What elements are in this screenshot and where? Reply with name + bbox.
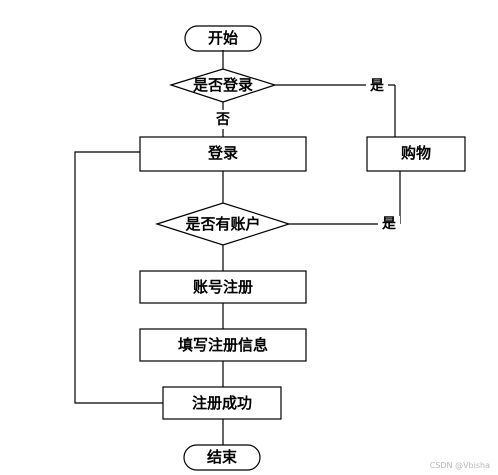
end-label: 结束 <box>207 448 238 466</box>
label-mask-logged-in-no <box>212 110 234 129</box>
is-logged-in-label: 是否登录 <box>192 76 253 94</box>
fill-info-label: 填写注册信息 <box>178 336 268 354</box>
label-mask-has-account-yes <box>378 216 400 232</box>
register-account-box <box>139 270 307 304</box>
register-account-label: 账号注册 <box>193 278 253 296</box>
shopping-label: 购物 <box>401 144 431 162</box>
register-success-label: 注册成功 <box>192 394 252 412</box>
shopping-box <box>366 136 466 172</box>
has-account-label: 是否有账户 <box>184 215 260 233</box>
login-label: 登录 <box>207 144 238 162</box>
is-logged-in-diamond <box>169 68 277 103</box>
edge-login-loop <box>74 151 163 404</box>
end-terminal <box>183 444 261 471</box>
watermark: CSDN @Vbisha <box>429 461 490 470</box>
has-account-diamond <box>155 202 291 246</box>
fill-info-box <box>139 328 307 362</box>
has-account-yes-label: 是 <box>382 216 397 232</box>
register-success-box <box>162 386 282 420</box>
label-mask-logged-in-yes <box>366 77 388 93</box>
logged-in-yes-label: 是 <box>370 78 385 94</box>
start-terminal <box>184 25 262 52</box>
start-label: 开始 <box>208 29 238 47</box>
logged-in-no-label: 否 <box>215 112 230 128</box>
login-box <box>139 136 307 172</box>
